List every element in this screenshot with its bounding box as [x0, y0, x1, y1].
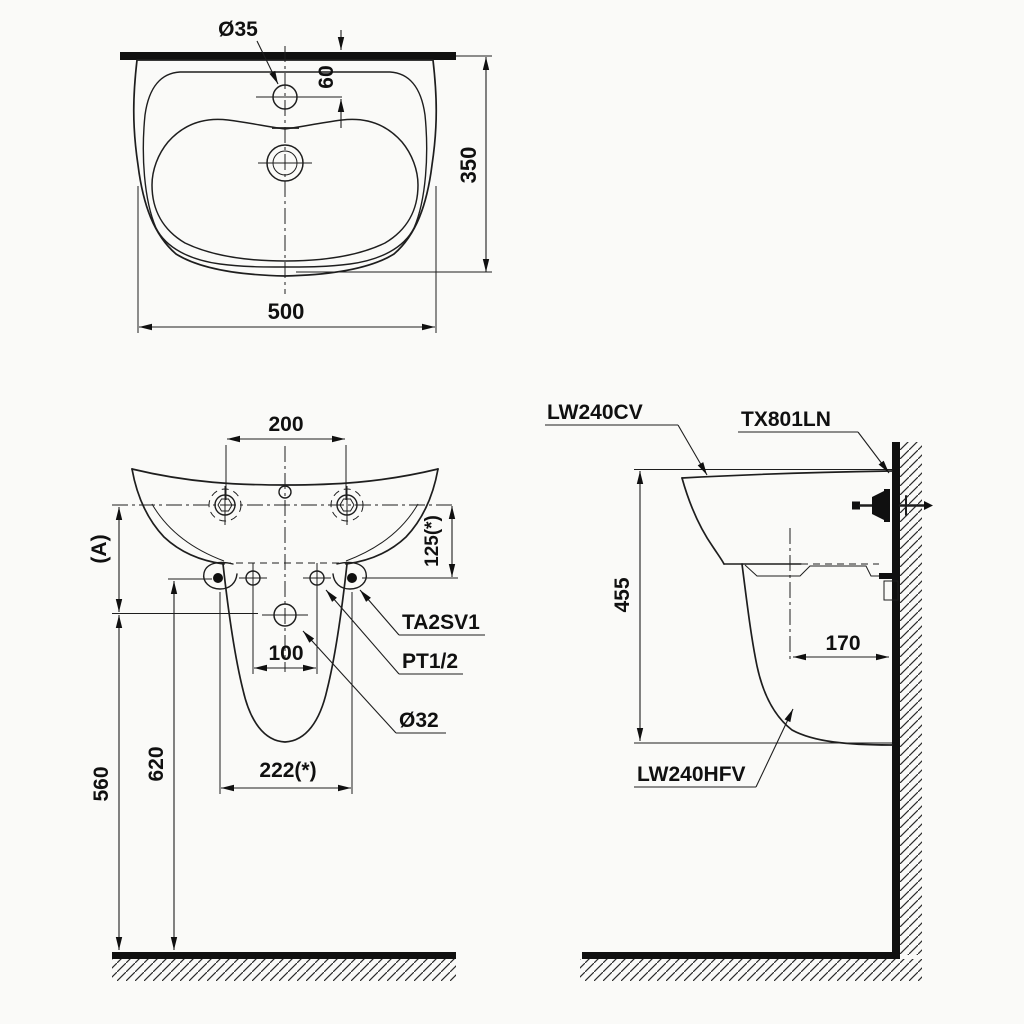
front-dim-bolt-spacing: 222(*)	[259, 759, 316, 782]
side-floor-line	[582, 952, 900, 959]
side-callout-basin-model: LW240CV	[547, 401, 643, 424]
side-wall-hatch	[900, 442, 922, 955]
side-pedestal-outline	[741, 563, 893, 746]
front-basin-right-side	[345, 468, 439, 565]
leader-pedestal-model	[755, 708, 794, 788]
front-dim-faucet-to-bolt: 125(*)	[422, 515, 443, 567]
front-basin-left-side	[131, 468, 225, 565]
side-view: 455 170 LW240CV TX801LN LW240HFV	[545, 401, 933, 981]
front-callout-drain-dia: Ø32	[399, 709, 439, 732]
side-basin-front-face	[681, 477, 725, 565]
front-floor-hatch	[112, 959, 456, 981]
front-floor-line	[112, 952, 456, 959]
front-bracket-ear-left	[203, 561, 238, 590]
side-hanger-box	[883, 580, 899, 601]
plan-callout-faucet-hole-dia: Ø35	[218, 18, 258, 41]
side-callout-pedestal-model: LW240HFV	[637, 763, 746, 786]
front-dim-supply-spacing: 100	[268, 642, 303, 665]
front-callout-supply-thread: PT1/2	[402, 650, 458, 673]
leader-drain-dia	[302, 630, 397, 734]
side-basin-top-edge	[681, 470, 893, 479]
side-dim-drain-to-wall: 170	[825, 632, 860, 655]
front-callout-fixing-bolt: TA2SV1	[402, 611, 480, 634]
front-supply-hole-right	[303, 563, 331, 594]
plan-wall-section	[120, 52, 456, 60]
plan-dim-depth: 350	[456, 147, 481, 184]
side-fixing-bolt	[852, 489, 933, 522]
front-supply-hole-left	[239, 563, 267, 594]
plan-dim-faucet-offset: 60	[315, 65, 338, 88]
side-hanger-bracket	[879, 573, 900, 579]
plan-dim-width: 500	[268, 299, 305, 324]
front-pedestal-outline	[222, 563, 348, 743]
front-dim-faucet-spacing: 200	[268, 413, 303, 436]
front-view: 200 (A) 125(*) 100 560 620 222(*) TA2SV1…	[88, 413, 485, 981]
front-dim-bolt-height: 620	[145, 746, 168, 781]
side-callout-fixing-set: TX801LN	[741, 408, 831, 431]
front-dim-ref-height: (A)	[88, 534, 111, 563]
front-dim-drain-height: 560	[90, 766, 113, 801]
front-fixing-bolt-left	[213, 573, 223, 583]
leader-fixing-bolt	[359, 589, 400, 636]
side-wall-section	[892, 442, 900, 959]
side-dim-overall-height: 455	[611, 577, 634, 612]
front-bracket-ear-right	[332, 561, 367, 590]
leader-supply-thread	[325, 589, 400, 675]
leader-fixing-set	[857, 431, 890, 474]
plan-view: 60 350 500 Ø35	[120, 18, 492, 333]
leader-basin-model	[677, 424, 708, 476]
front-fixing-bolt-right	[347, 573, 357, 583]
side-floor-hatch	[580, 959, 922, 981]
side-pedestal-recess	[744, 564, 883, 577]
leader-faucet-hole	[256, 40, 279, 85]
